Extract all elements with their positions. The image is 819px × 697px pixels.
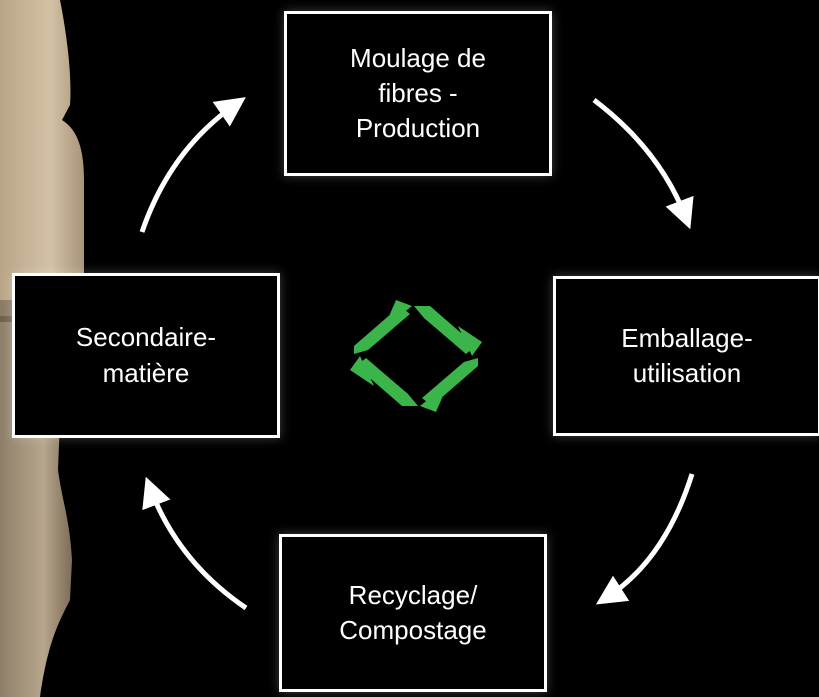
node-secondary-material: Secondaire- matière [12, 273, 280, 438]
node-packaging-use: Emballage- utilisation [553, 276, 819, 436]
arrow-recycling-to-secondary [142, 476, 248, 611]
arrow-use-to-recycling [595, 473, 695, 605]
node-recycling-label: Recyclage/ Compostage [339, 579, 487, 645]
node-secondary-material-label: Secondaire- matière [75, 322, 217, 388]
node-recycling: Recyclage/ Compostage [279, 534, 547, 692]
node-packaging-use-label: Emballage- utilisation [621, 322, 753, 388]
arrow-production-to-use [592, 98, 694, 230]
recycle-icon [350, 300, 482, 412]
node-production-label: Moulage de fibres - Production [350, 42, 486, 144]
arrow-secondary-to-production [139, 97, 246, 233]
node-production: Moulage de fibres - Production [284, 11, 552, 176]
